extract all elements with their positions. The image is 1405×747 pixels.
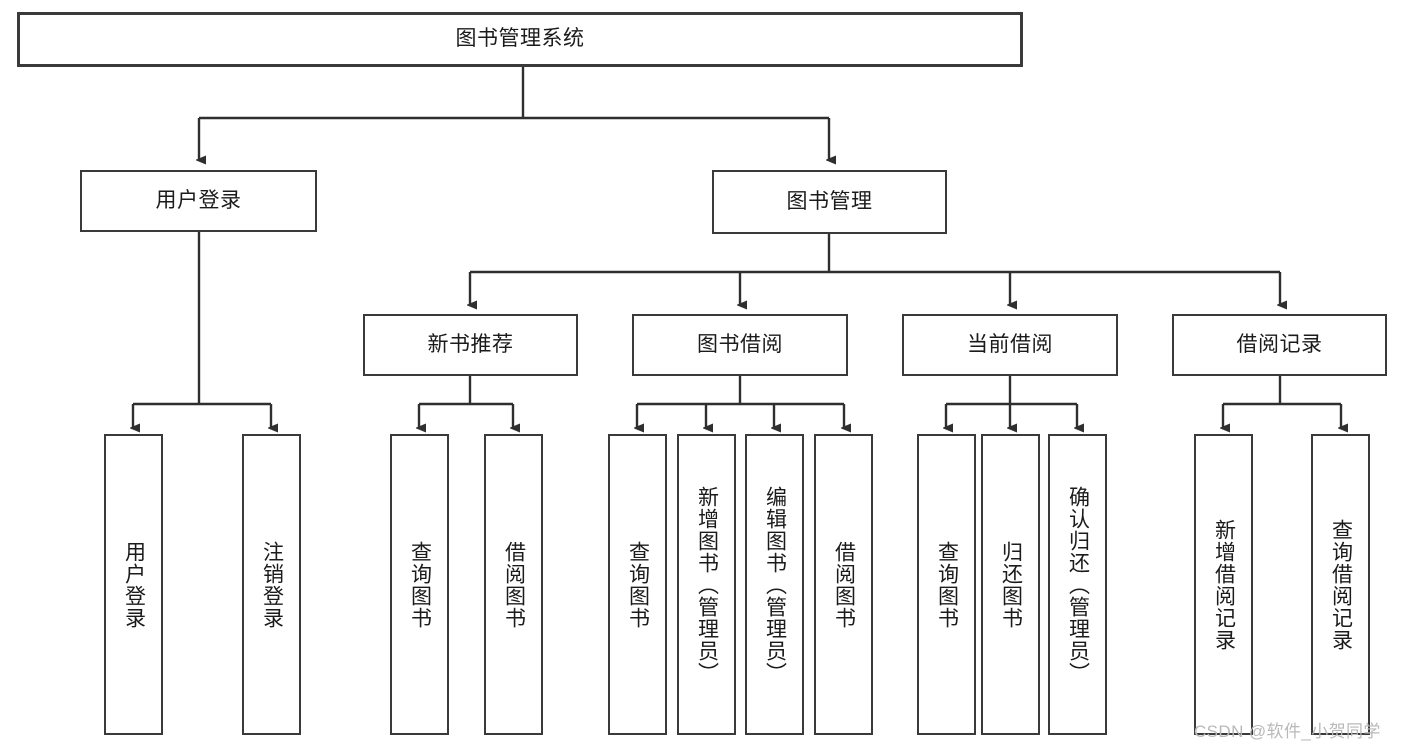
leaf-user-login[interactable]: 用户登录 — [104, 434, 163, 735]
node-label: 查询图书 — [408, 540, 432, 629]
node-label: 图书借阅 — [697, 332, 783, 356]
leaf-query-book-borrow[interactable]: 查询图书 — [608, 434, 667, 735]
node-book-manage[interactable]: 图书管理 — [712, 170, 947, 234]
node-label: 借阅图书 — [502, 540, 526, 629]
node-label: 借阅记录 — [1236, 332, 1323, 356]
leaf-borrow-book[interactable]: 借阅图书 — [814, 434, 873, 735]
node-label: 编辑图书（管理员） — [763, 485, 787, 684]
node-label: 当前借阅 — [967, 332, 1053, 356]
leaf-add-borrow-record[interactable]: 新增借阅记录 — [1194, 434, 1253, 735]
node-label: 查询图书 — [626, 540, 650, 629]
node-label: 用户登录 — [122, 540, 146, 629]
node-borrow-record[interactable]: 借阅记录 — [1172, 314, 1387, 376]
node-label: 确认归还（管理员） — [1066, 485, 1090, 684]
watermark-csdn: CSDN @软件_小贺同学 — [1194, 722, 1381, 741]
leaf-add-book[interactable]: 新增图书（管理员） — [677, 434, 736, 735]
node-user-login[interactable]: 用户登录 — [80, 170, 317, 232]
leaf-query-borrow-record[interactable]: 查询借阅记录 — [1311, 434, 1370, 735]
node-label: 图书管理 — [786, 189, 873, 213]
leaf-borrow-book-recommend[interactable]: 借阅图书 — [484, 434, 543, 735]
leaf-user-logout[interactable]: 注销登录 — [242, 434, 301, 735]
node-book-borrow[interactable]: 图书借阅 — [632, 314, 848, 376]
node-new-book-recommend[interactable]: 新书推荐 — [363, 314, 578, 376]
leaf-query-book-recommend[interactable]: 查询图书 — [390, 434, 449, 735]
node-root-book-management-system[interactable]: 图书管理系统 — [17, 12, 1023, 67]
node-current-borrow[interactable]: 当前借阅 — [902, 314, 1118, 376]
node-label: 新书推荐 — [427, 332, 514, 356]
node-label: 图书管理系统 — [455, 27, 585, 51]
node-label: 用户登录 — [155, 188, 242, 212]
node-label: 新增借阅记录 — [1212, 518, 1236, 651]
node-label: 查询借阅记录 — [1329, 518, 1353, 651]
leaf-query-book-current[interactable]: 查询图书 — [917, 434, 976, 735]
leaf-return-book[interactable]: 归还图书 — [981, 434, 1040, 735]
leaf-edit-book[interactable]: 编辑图书（管理员） — [745, 434, 804, 735]
node-label: 注销登录 — [260, 540, 284, 629]
leaf-confirm-return[interactable]: 确认归还（管理员） — [1048, 434, 1107, 735]
node-label: 新增图书（管理员） — [695, 485, 719, 684]
node-label: 借阅图书 — [832, 540, 856, 629]
node-label: 查询图书 — [935, 540, 959, 629]
node-label: 归还图书 — [999, 540, 1023, 629]
